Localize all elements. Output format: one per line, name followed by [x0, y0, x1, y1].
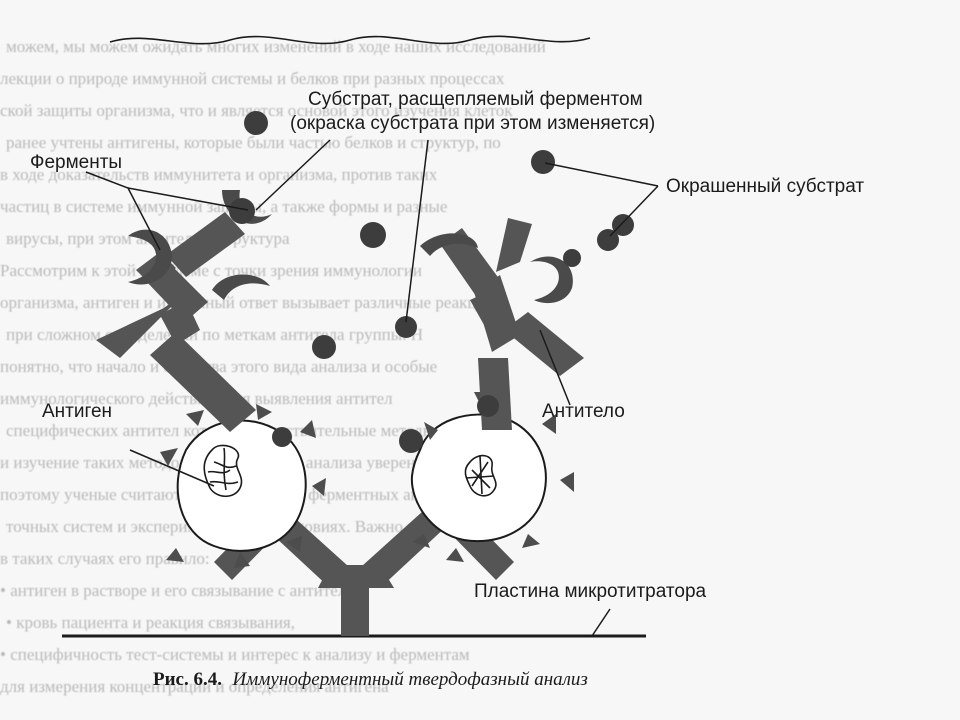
substrate-dot — [597, 229, 619, 251]
label-plate: Пластина микротитратора — [474, 581, 707, 602]
leader-substrate-1 — [255, 139, 331, 211]
substrate-dot — [244, 111, 268, 135]
leader-antigen — [129, 449, 215, 487]
substrate-dot — [563, 249, 581, 267]
substrate-molecules — [229, 111, 634, 453]
label-substrate-line2: (окраска субстрата при этом изменяется) — [290, 113, 655, 134]
label-colored-substrate: Окрашенный субстрат — [666, 176, 864, 197]
leader-plate — [591, 608, 611, 637]
caption-title: Иммуноферментный твердофазный анализ — [231, 669, 587, 690]
label-enzymes: Ферменты — [30, 152, 122, 173]
leader-substrate-2 — [405, 139, 429, 323]
antigen-nucleus-left — [203, 444, 243, 498]
antigen-nucleus-right — [464, 454, 497, 497]
label-antigen: Антиген — [42, 401, 112, 422]
detection-antibody-right — [440, 218, 584, 430]
enzymes — [128, 190, 573, 304]
enzyme-5 — [530, 256, 573, 304]
enzyme-2 — [128, 229, 172, 285]
label-antibody: Антитело — [542, 401, 625, 422]
enzyme-3 — [212, 274, 270, 300]
substrate-dot — [272, 427, 292, 447]
enzyme-4 — [420, 233, 478, 256]
torn-edge — [109, 35, 591, 45]
substrate-dot — [312, 335, 336, 359]
label-substrate-line1: Субстрат, расщепляемый ферментом — [308, 89, 643, 110]
leader-colored-1 — [544, 162, 659, 187]
substrate-dot — [612, 214, 634, 236]
detection-antibody-left — [96, 212, 256, 432]
leader-antibody — [539, 329, 571, 406]
figure-caption: Рис. 6.4. Иммуноферментный твердофазный … — [153, 669, 588, 690]
substrate-dot — [395, 316, 417, 338]
leader-lines — [85, 139, 659, 637]
substrate-dot — [399, 429, 423, 453]
substrate-dot — [360, 222, 386, 248]
antigen-cell-left — [160, 404, 326, 568]
caption-number: Рис. 6.4. — [153, 669, 222, 690]
substrate-dot — [229, 198, 255, 224]
substrate-dot — [477, 395, 499, 417]
antigen-markers-left — [160, 404, 326, 568]
leader-colored-2 — [609, 185, 659, 237]
substrate-dot — [531, 150, 555, 174]
